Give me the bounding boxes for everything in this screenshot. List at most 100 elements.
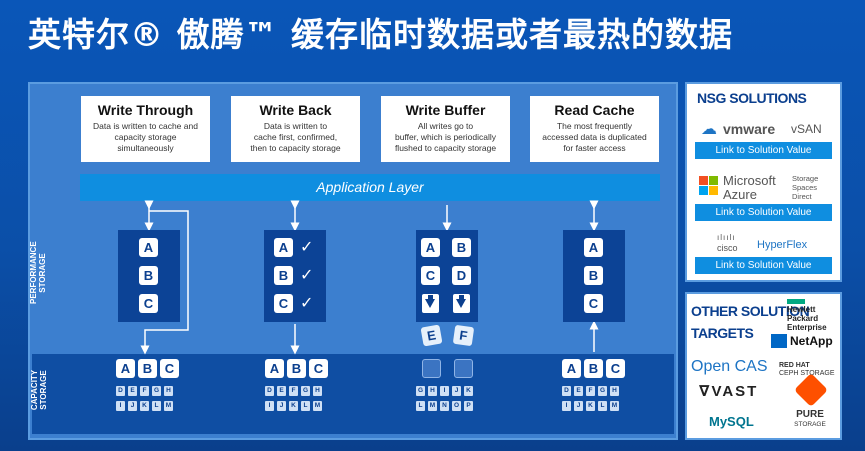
small-block: K	[289, 401, 298, 411]
cisco-hyperflex-logo: ılıılı cisco HyperFlex	[717, 233, 808, 253]
buffer-block: F	[452, 324, 475, 347]
small-block: M	[428, 401, 437, 411]
flush-down-icon	[453, 294, 470, 313]
small-block: K	[464, 386, 473, 396]
data-block: C	[139, 294, 158, 313]
redhat-ceph-logo: RED HAT CEPH STORAGE	[779, 362, 835, 377]
perf-storage-box-3: A B C D	[416, 230, 478, 322]
panel-title: OTHER SOLUTION TARGETS	[691, 303, 810, 341]
perf-storage-box-1: A B C	[118, 230, 180, 322]
data-block: C	[421, 266, 440, 285]
vast-logo: ∇VAST	[699, 383, 759, 400]
buffer-block: E	[420, 324, 443, 347]
pure-storage-logo-icon	[794, 373, 828, 407]
link-to-solution-value-button[interactable]: Link to Solution Value	[695, 142, 832, 159]
other-solution-targets-panel: OTHER SOLUTION TARGETS Hewlett Packard E…	[685, 292, 842, 440]
data-block: C	[584, 294, 603, 313]
empty-slot	[454, 359, 473, 378]
small-block: L	[301, 401, 310, 411]
data-block: B	[287, 359, 306, 378]
small-block: F	[140, 386, 149, 396]
netapp-logo: NetApp	[790, 334, 833, 348]
data-block: C	[606, 359, 625, 378]
card-write-through: Write Through Data is written to cache a…	[81, 96, 210, 162]
small-block: J	[277, 401, 286, 411]
link-to-solution-value-button[interactable]: Link to Solution Value	[695, 204, 832, 221]
data-block: A	[139, 238, 158, 257]
ms-logo-icon	[699, 176, 708, 185]
small-block: F	[586, 386, 595, 396]
solution-hyperflex: ılıılı cisco HyperFlex Link to Solution …	[695, 231, 832, 274]
data-block: B	[584, 266, 603, 285]
small-block: J	[574, 401, 583, 411]
data-block: B	[584, 359, 603, 378]
small-block: K	[586, 401, 595, 411]
small-block: O	[452, 401, 461, 411]
card-heading: Write Back	[259, 102, 332, 118]
opencas-logo: Open CAS	[691, 358, 768, 375]
small-block: L	[152, 401, 161, 411]
empty-slot	[422, 359, 441, 378]
data-block: A	[562, 359, 581, 378]
data-block: B	[274, 266, 293, 285]
data-block: A	[584, 238, 603, 257]
small-block: G	[152, 386, 161, 396]
cisco-bars-icon: ılıılı	[717, 233, 736, 242]
perf-storage-box-2: A B C ✓ ✓ ✓	[264, 230, 326, 322]
small-block: J	[128, 401, 137, 411]
small-block: H	[313, 386, 322, 396]
small-block: L	[416, 401, 425, 411]
small-block: I	[440, 386, 449, 396]
check-icon: ✓	[300, 295, 314, 312]
data-block: D	[452, 266, 471, 285]
card-heading: Write Through	[97, 102, 194, 118]
arrow-through-to-capacity	[140, 210, 189, 355]
vast-v-icon: ∇	[699, 383, 712, 400]
small-block: L	[598, 401, 607, 411]
nsg-solutions-panel: NSG SOLUTIONS ☁ vmware vSAN Link to Solu…	[685, 82, 842, 282]
vmware-logo: ☁ vmware vSAN	[701, 121, 822, 138]
data-block: A	[116, 359, 135, 378]
small-block: J	[452, 386, 461, 396]
small-block: M	[164, 401, 173, 411]
small-block: E	[574, 386, 583, 396]
small-block: D	[116, 386, 125, 396]
small-block: M	[313, 401, 322, 411]
panel-title: NSG SOLUTIONS	[697, 90, 807, 106]
small-block: H	[164, 386, 173, 396]
check-icon: ✓	[300, 239, 314, 256]
small-block: N	[440, 401, 449, 411]
mysql-logo: MySQL	[709, 414, 754, 429]
small-block: G	[301, 386, 310, 396]
link-to-solution-value-button[interactable]: Link to Solution Value	[695, 257, 832, 274]
data-block: C	[274, 294, 293, 313]
card-heading: Read Cache	[554, 102, 635, 118]
page-title: 英特尔® 傲腾™ 缓存临时数据或者最热的数据	[28, 15, 733, 54]
small-block: H	[610, 386, 619, 396]
check-icon: ✓	[300, 267, 314, 284]
pure-storage-logo: PURE STORAGE	[794, 409, 826, 429]
small-block: I	[562, 401, 571, 411]
flow-arrows	[140, 200, 599, 355]
data-block: B	[138, 359, 157, 378]
data-block: A	[421, 238, 440, 257]
card-heading: Write Buffer	[405, 102, 486, 118]
data-block: B	[452, 238, 471, 257]
perf-storage-box-4: A B C	[563, 230, 625, 322]
small-block: F	[289, 386, 298, 396]
small-block: K	[140, 401, 149, 411]
application-layer-bar: Application Layer	[80, 174, 660, 201]
data-block: C	[309, 359, 328, 378]
small-block: E	[277, 386, 286, 396]
hpe-logo-icon	[787, 299, 805, 304]
solution-vmware: ☁ vmware vSAN Link to Solution Value	[695, 116, 832, 159]
